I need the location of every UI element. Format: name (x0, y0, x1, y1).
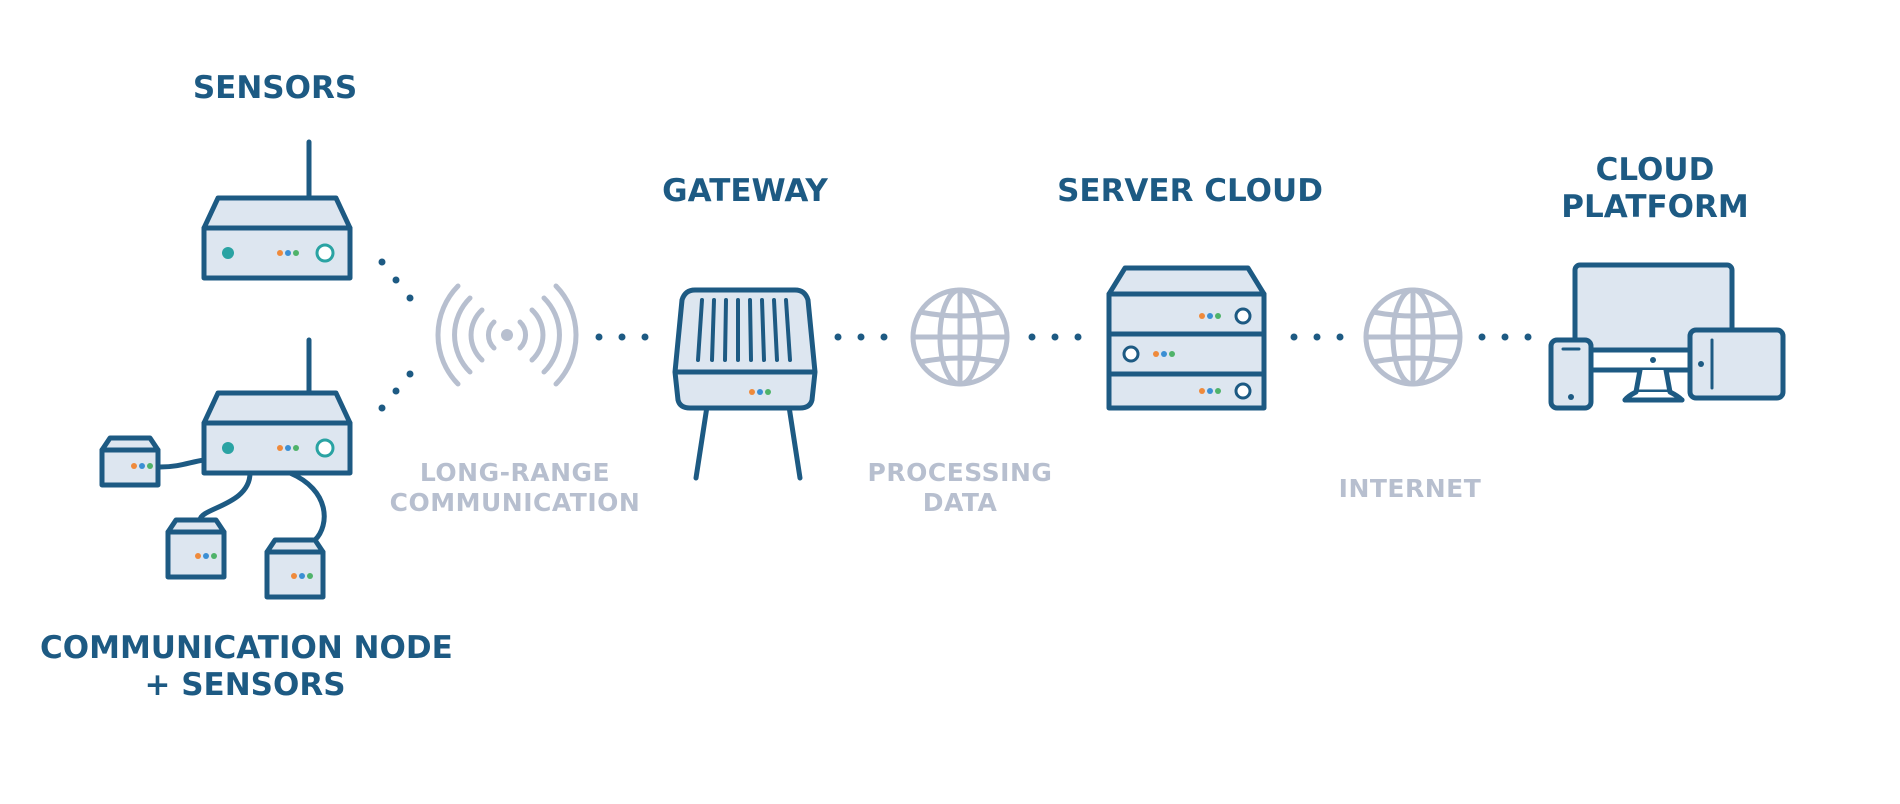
sensor-box-icon (165, 517, 227, 580)
processing-data-label: PROCESSING DATA (867, 458, 1053, 517)
globe-icon (910, 287, 1010, 387)
cloud-platform-label: CLOUD PLATFORM (1561, 152, 1749, 225)
devices-icon (1548, 262, 1786, 411)
connector-dots (1290, 333, 1344, 341)
connector-dots (1028, 333, 1082, 341)
gateway-label: GATEWAY (662, 173, 828, 209)
server-cloud-label: SERVER CLOUD (1057, 173, 1323, 209)
server-stack-icon (1106, 265, 1267, 411)
sensor-box-icon (264, 537, 326, 600)
connector-dots (378, 258, 414, 412)
connector-dots (834, 333, 888, 341)
long-range-communication-label: LONG-RANGE COMMUNICATION (389, 458, 641, 517)
sensors-label: SENSORS (192, 70, 358, 106)
internet-label: INTERNET (1338, 474, 1482, 503)
connector-dots (595, 333, 649, 341)
communication-node-label: COMMUNICATION NODE + SENSORS (40, 630, 453, 703)
globe-icon (1363, 287, 1463, 387)
communication-node-icon (157, 337, 353, 543)
sensor-device-icon (201, 139, 353, 281)
gateway-icon (672, 287, 818, 481)
sensor-box-icon (99, 435, 161, 488)
wireless-signal-icon (435, 283, 579, 387)
connector-dots (1478, 333, 1532, 341)
